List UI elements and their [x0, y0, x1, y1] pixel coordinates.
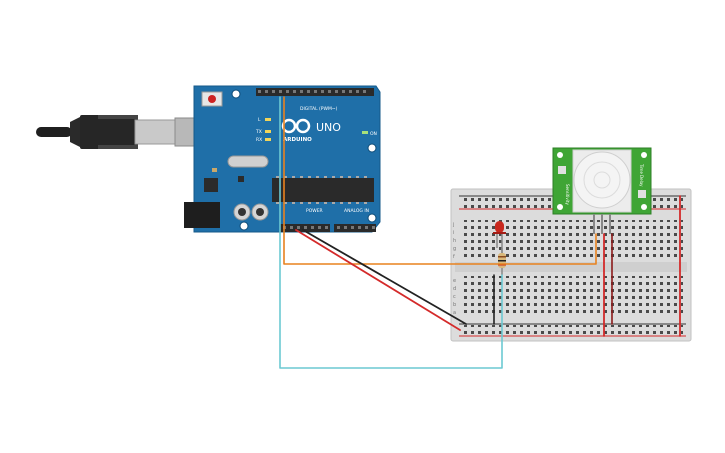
l-led-label: L	[258, 117, 261, 123]
breadboard: j i h g f e d c b a	[450, 188, 692, 342]
row-letter: i	[453, 230, 454, 236]
pir-sensor[interactable]: Sensitivity Time Delay	[552, 147, 652, 234]
sensitivity-label: Sensitivity	[565, 184, 570, 205]
row-letter: g	[453, 246, 456, 252]
row-letter: b	[453, 302, 456, 308]
crystal-oscillator	[227, 155, 269, 168]
row-letter: d	[453, 286, 456, 292]
row-letter: a	[453, 310, 456, 316]
row-letter: j	[452, 222, 454, 228]
analog-label: ANALOG IN	[344, 208, 369, 214]
wires	[279, 96, 681, 369]
on-led-label: ON	[370, 131, 377, 137]
pir-dome	[573, 151, 631, 209]
digital-label: DIGITAL (PWM~)	[300, 106, 338, 112]
usb-cable[interactable]	[36, 115, 200, 149]
wire-cyan[interactable]	[279, 96, 503, 369]
arduino-uno-board[interactable]: DIGITAL (PWM~) L TX RX ARDUINO UNO ON	[184, 85, 381, 233]
row-letter: c	[453, 294, 456, 300]
row-letter: f	[453, 254, 455, 260]
voltage-regulator	[204, 178, 218, 192]
power-label: POWER	[306, 208, 323, 214]
tx-led-label: TX	[255, 129, 262, 135]
capacitors	[233, 203, 269, 221]
atmega-chip	[272, 178, 374, 202]
analog-header[interactable]	[334, 224, 376, 232]
wire-black[interactable]	[302, 229, 467, 325]
board-model-label: UNO	[316, 121, 341, 134]
row-letter: e	[453, 278, 456, 284]
power-jack[interactable]	[184, 202, 220, 228]
logo-text: ARDUINO	[283, 137, 312, 143]
rx-led-label: RX	[256, 137, 262, 143]
row-letter: h	[453, 238, 456, 244]
time-delay-label: Time Delay	[639, 163, 644, 187]
wire-red[interactable]	[295, 229, 461, 331]
arduino-logo: ARDUINO	[281, 118, 312, 143]
wire-orange[interactable]	[283, 96, 597, 265]
